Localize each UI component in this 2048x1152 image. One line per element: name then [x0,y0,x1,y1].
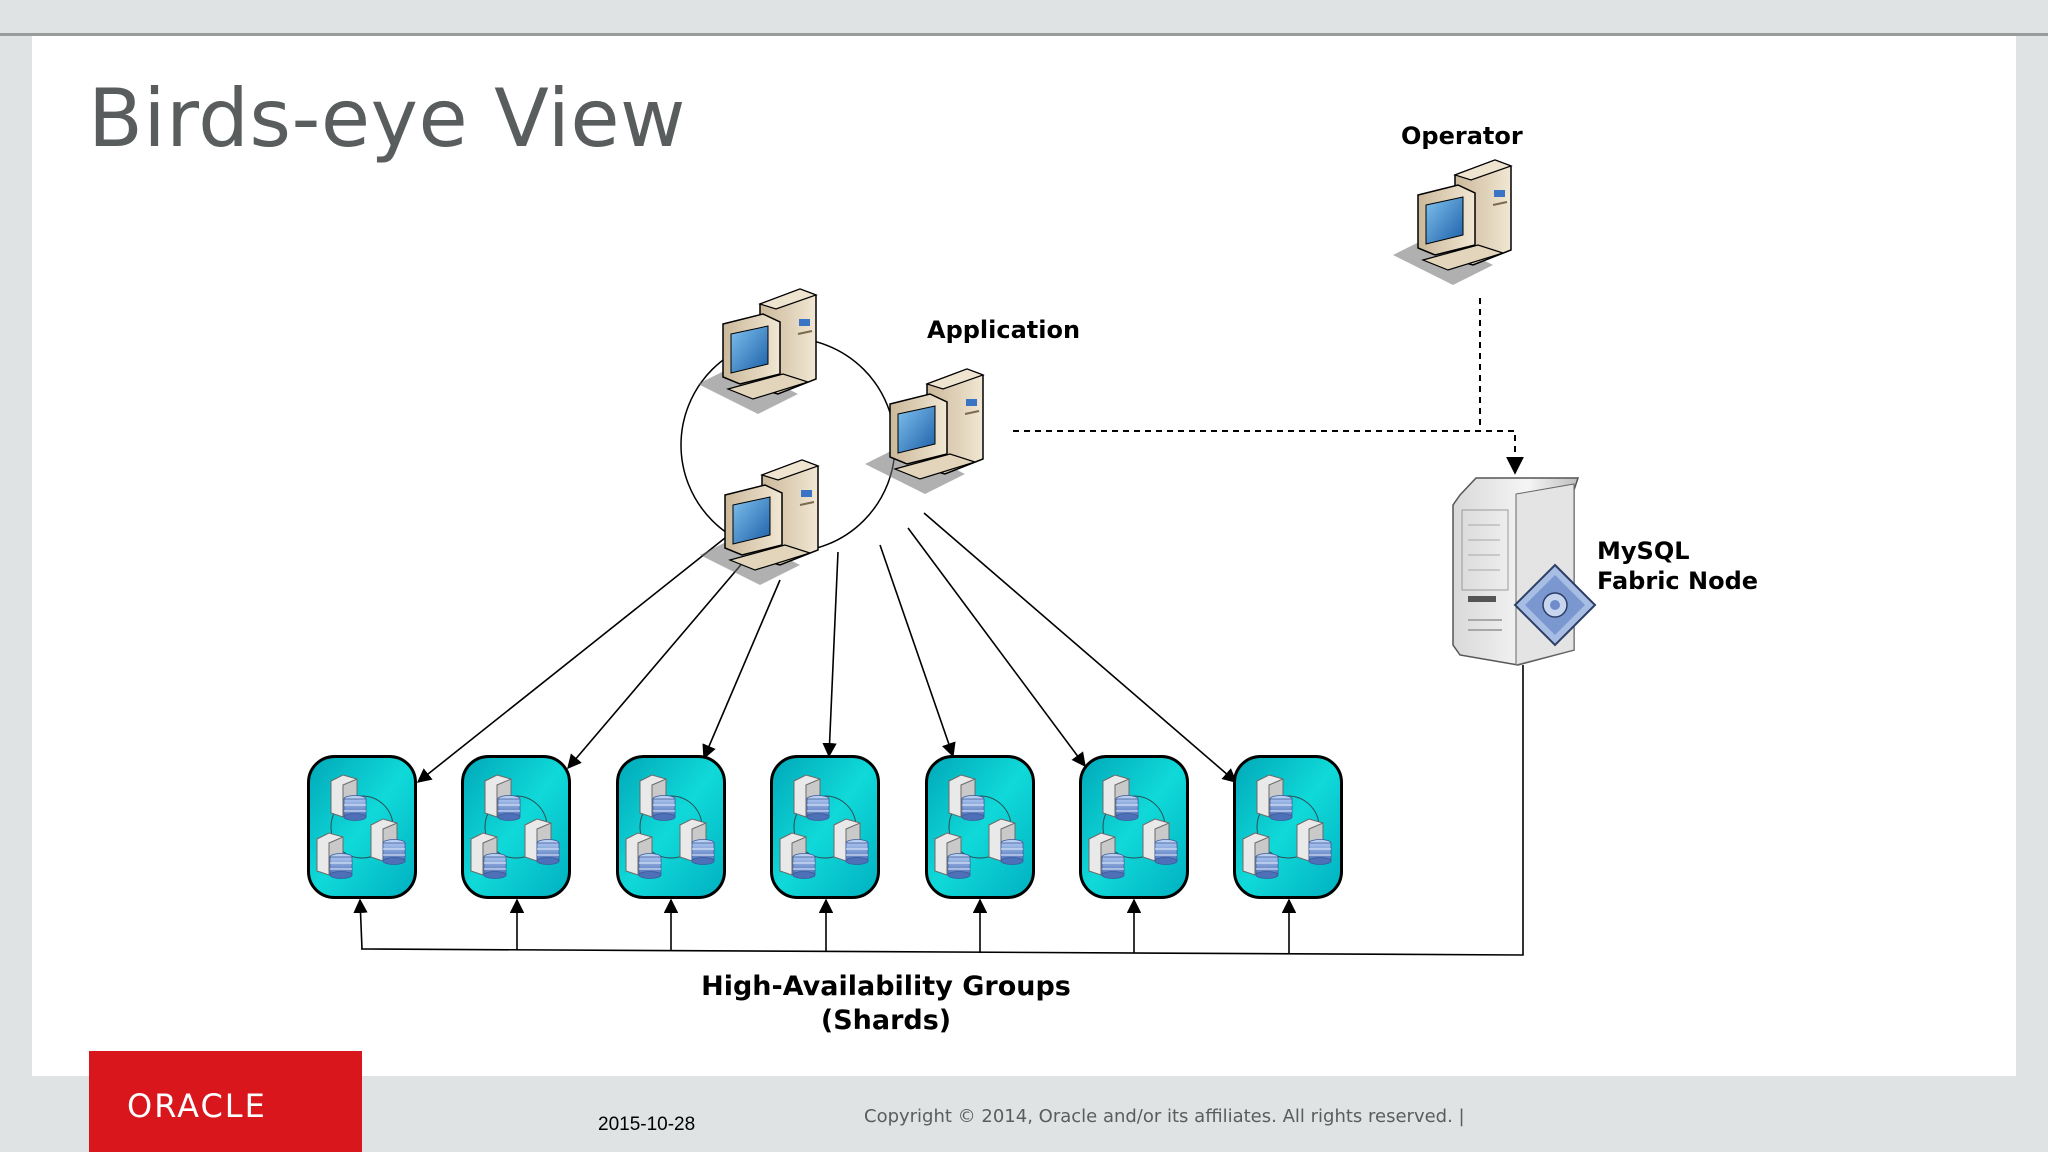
ha-group-shard [463,757,570,898]
dashed-connectors [1013,298,1524,475]
operator-label: Operator [1401,122,1523,150]
ha-group-shard [927,757,1034,898]
oracle-logo-text: ORACLE [127,1087,267,1125]
ha-group-shard [1235,757,1342,898]
application-computer-icon [697,288,817,415]
ha-group-shard [618,757,725,898]
fabric-node-label-line2: Fabric Node [1597,567,1759,595]
ha-groups-label: High-Availability Groups (Shards) [686,970,1086,1038]
fabric-to-shards-bus [353,665,1524,956]
operator-computer-icon [1392,159,1512,286]
application-computer-icon [864,368,984,495]
footer-copyright: Copyright © 2014, Oracle and/or its affi… [864,1106,1465,1127]
footer-date: 2015-10-28 [598,1114,696,1135]
slide-title: Birds-eye View [88,72,686,165]
ha-groups-label-line1: High-Availability Groups [701,971,1071,1002]
application-computer-icon [699,459,819,586]
ha-group-shard [1081,757,1188,898]
ha-groups-label-line2: (Shards) [820,1005,952,1036]
fabric-node-label-line1: MySQL [1597,537,1690,565]
application-label: Application [927,316,1081,344]
ha-group-shards [309,757,1342,898]
ha-group-shard [309,757,416,898]
oracle-logo: ORACLE [89,1051,362,1152]
top-bar [0,0,2048,36]
fabric-node-label: MySQL Fabric Node [1597,536,1758,596]
app-to-shard-connectors [416,512,1238,783]
ha-group-shard [772,757,879,898]
gear-icon [1513,563,1597,647]
